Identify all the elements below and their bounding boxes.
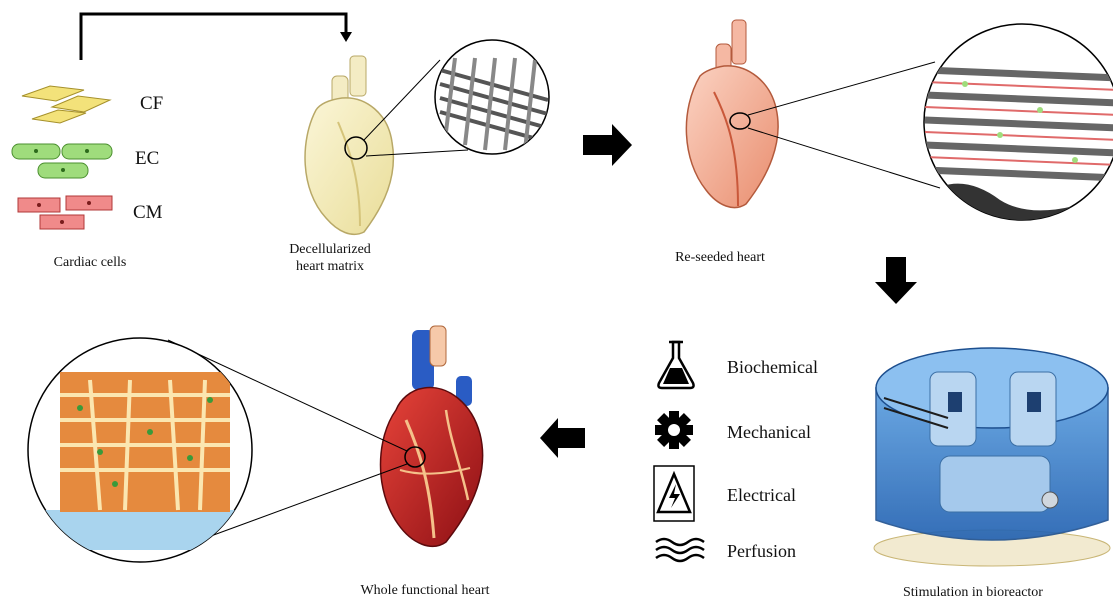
ec-label: EC — [135, 148, 159, 170]
ec-cells — [12, 144, 112, 178]
reseeded-caption: Re-seeded heart — [660, 249, 780, 266]
decell-caption-line1: Decellularized — [280, 241, 380, 258]
cf-label: CF — [140, 93, 163, 115]
cm-cells — [18, 196, 112, 229]
tissue-zoom-circle — [28, 338, 252, 562]
high-voltage-icon — [654, 466, 694, 521]
cm-label: CM — [133, 202, 163, 224]
arrow-down — [875, 257, 917, 304]
reseeded-heart — [686, 20, 940, 208]
wave-flow-icon — [656, 539, 704, 561]
bioreactor — [874, 348, 1110, 566]
reseeded-zoom-circle — [924, 24, 1113, 230]
stimulus-label-electrical: Electrical — [727, 485, 796, 506]
cf-cells — [22, 86, 110, 123]
bioreactor-caption: Stimulation in bioreactor — [878, 584, 1068, 601]
decell-caption-line2: heart matrix — [280, 258, 380, 275]
stimulus-label-mechanical: Mechanical — [727, 422, 811, 443]
gear-icon — [655, 411, 693, 449]
functional-caption: Whole functional heart — [340, 582, 510, 599]
stimulus-label-perfusion: Perfusion — [727, 541, 796, 562]
arrow-left — [540, 418, 585, 458]
matrix-zoom-circle — [435, 40, 549, 154]
arrow-right — [583, 124, 632, 166]
flask-icon — [658, 342, 693, 388]
cells-to-matrix-arrow — [81, 14, 352, 60]
stimulus-label-biochemical: Biochemical — [727, 357, 818, 378]
cardiac-cells-caption: Cardiac cells — [30, 254, 150, 271]
